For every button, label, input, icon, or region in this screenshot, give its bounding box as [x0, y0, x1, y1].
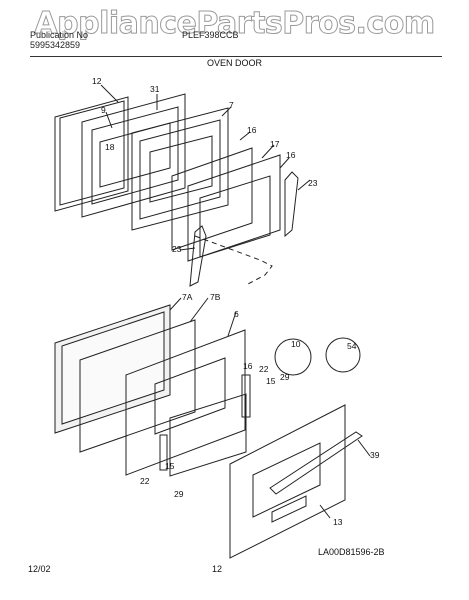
insulation-wrap — [79, 319, 196, 453]
header-rule — [30, 56, 442, 57]
footer-date: 12/02 — [28, 564, 51, 574]
window-glass-inner — [171, 147, 253, 251]
door-gasket-frame — [54, 96, 129, 212]
callout-22-a: 22 — [259, 364, 269, 374]
callout-15-b: 15 — [165, 461, 175, 471]
callout-15-a: 15 — [266, 376, 276, 386]
lower-window-glass — [169, 393, 247, 477]
window-glass-outer — [199, 175, 271, 258]
callout-31: 31 — [150, 84, 160, 94]
inner-door-liner — [81, 93, 186, 218]
door-frame — [131, 107, 229, 231]
section-title: OVEN DOOR — [206, 58, 262, 68]
callout-9: 9 — [101, 105, 106, 115]
diagram-code: LA00D81596-2B — [318, 547, 385, 557]
hinge-receiver-left — [159, 434, 168, 471]
callout-17: 17 — [270, 139, 280, 149]
callout-23-left: 23 — [172, 244, 182, 254]
callout-10: 10 — [291, 339, 301, 349]
callout-16-a: 16 — [247, 125, 257, 135]
callout-7: 7 — [229, 100, 234, 110]
model-number: PLEF398CCB — [182, 30, 239, 40]
callout-16-b: 16 — [286, 150, 296, 160]
door-handle — [269, 431, 363, 495]
outer-door-panel — [229, 404, 346, 559]
hinge-receiver-right — [241, 374, 251, 418]
hinge-path-dashed — [194, 235, 273, 285]
callout-22-b: 22 — [140, 476, 150, 486]
screw-10-detail — [274, 338, 312, 376]
door-insulation — [54, 304, 171, 434]
callout-12: 12 — [92, 76, 102, 86]
callout-7A: 7A — [182, 292, 193, 302]
callout-18: 18 — [105, 142, 115, 152]
footer-page-number: 12 — [212, 564, 223, 574]
callout-16-c: 16 — [243, 361, 253, 371]
publication-label: Publication No — [30, 30, 89, 40]
hinge-left — [189, 225, 207, 287]
screw-54-detail — [325, 337, 361, 373]
callout-39: 39 — [370, 450, 380, 460]
callout-13: 13 — [333, 517, 343, 527]
inner-door-panel — [125, 329, 246, 476]
window-glass-pack — [187, 154, 281, 262]
callout-7B: 7B — [210, 292, 221, 302]
publication-number: 5995342859 — [30, 40, 81, 50]
watermark-logo: AppliancePartsPros.com — [34, 6, 436, 42]
callout-29-b: 29 — [174, 489, 184, 499]
hinge-right — [284, 171, 299, 238]
callout-54: 54 — [347, 341, 357, 351]
callout-29-a: 29 — [280, 372, 290, 382]
callout-6: 6 — [234, 309, 239, 319]
callout-23-right: 23 — [308, 178, 318, 188]
